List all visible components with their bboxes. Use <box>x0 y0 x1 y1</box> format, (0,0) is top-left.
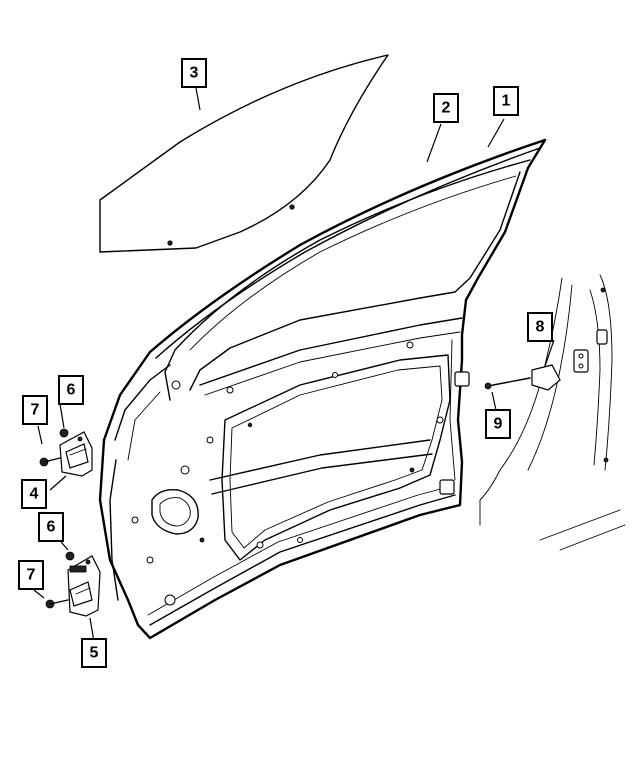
callout-3: 3 <box>181 58 207 88</box>
callout-4: 4 <box>21 479 47 509</box>
leader-1 <box>487 118 505 148</box>
body-pillar-inset <box>479 274 626 551</box>
leader-7b <box>33 589 45 599</box>
callout-3-label: 3 <box>190 65 199 82</box>
callout-9: 9 <box>485 409 511 439</box>
callout-8: 8 <box>527 312 553 342</box>
lower-hinge-bolt[interactable] <box>45 599 69 609</box>
callout-9-label: 9 <box>494 416 503 433</box>
callout-6a-label: 6 <box>67 382 76 399</box>
leader-lines <box>33 87 555 643</box>
striker-screw[interactable] <box>484 377 531 390</box>
callout-7a-label: 7 <box>31 402 40 419</box>
callout-5: 5 <box>81 638 107 668</box>
callout-2-label: 2 <box>442 100 451 117</box>
leader-7a <box>37 425 43 445</box>
callout-7b-label: 7 <box>27 567 36 584</box>
lower-hinge-nut[interactable] <box>65 551 75 561</box>
callout-2: 2 <box>433 93 459 123</box>
callout-6b: 6 <box>38 512 64 542</box>
callout-6b-label: 6 <box>47 519 56 536</box>
upper-hinge-nut[interactable] <box>59 428 69 438</box>
lower-hinge[interactable] <box>67 555 101 617</box>
leader-3 <box>195 87 201 111</box>
door-shell[interactable] <box>98 138 547 640</box>
leader-2 <box>426 123 442 163</box>
door-glass[interactable] <box>99 54 389 253</box>
callout-4-label: 4 <box>30 486 39 503</box>
leader-8 <box>544 339 555 367</box>
door-weatherstrip[interactable] <box>148 138 547 359</box>
callout-8-label: 8 <box>536 319 545 336</box>
leader-4 <box>49 475 67 491</box>
upper-hinge-bolt[interactable] <box>39 457 61 467</box>
callout-7a: 7 <box>22 395 48 425</box>
upper-hinge[interactable] <box>59 431 93 477</box>
callout-1: 1 <box>493 86 519 116</box>
callout-7b: 7 <box>18 560 44 590</box>
callout-5-label: 5 <box>90 645 99 662</box>
callout-1-label: 1 <box>502 93 511 110</box>
leader-6a <box>59 403 65 429</box>
leader-9 <box>491 391 497 411</box>
striker[interactable] <box>531 349 589 391</box>
callout-6a: 6 <box>58 375 84 405</box>
